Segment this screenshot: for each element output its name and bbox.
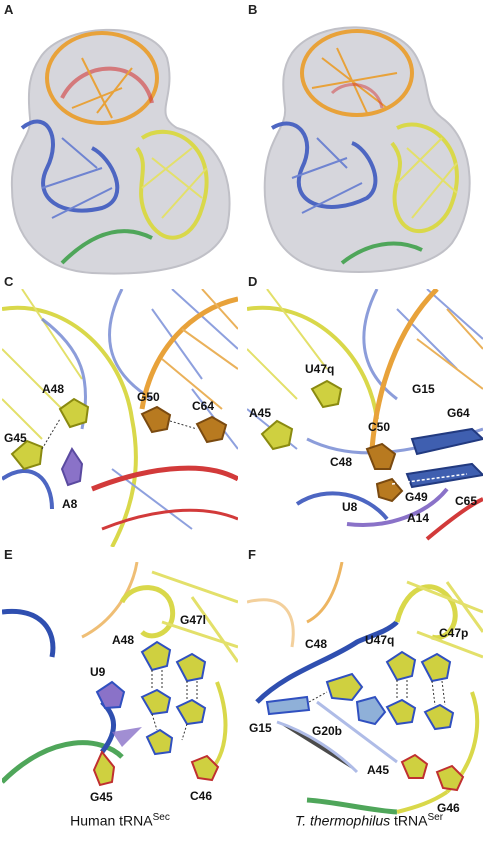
panel-a-surface-render (2, 18, 238, 276)
panel-label-c: C (4, 274, 14, 289)
residue-label-e-0: A48 (112, 633, 134, 647)
panel-c-stick-render: G45 A48 G50 C64 A8 (2, 289, 238, 547)
residue-label-d-5: C48 (330, 455, 352, 469)
panel-label-b: B (248, 2, 258, 17)
residue-label-f-2: C47p (439, 626, 468, 640)
residue-label-e-4: C46 (190, 789, 212, 803)
residue-label-c-3: C64 (192, 399, 214, 413)
residue-label-d-4: C50 (368, 420, 390, 434)
residue-label-d-6: C65 (455, 494, 477, 508)
residue-label-e-2: U9 (90, 665, 106, 679)
panel-f-structure: C48 U47q C47p G15 G20b A45 G46 (247, 562, 483, 820)
panel-d-stick-render: A45 U47q G15 G64 C50 C48 C65 G49 U8 A14 (247, 289, 483, 547)
residue-label-f-3: G15 (249, 721, 272, 735)
residue-label-f-5: A45 (367, 763, 389, 777)
residue-label-f-0: C48 (305, 637, 327, 651)
panel-f-stick-render: C48 U47q C47p G15 G20b A45 G46 (247, 562, 483, 820)
residue-label-d-8: U8 (342, 500, 358, 514)
residue-label-d-9: A14 (407, 511, 429, 525)
caption-human-main: Human tRNA (70, 812, 153, 829)
residue-label-f-4: G20b (312, 724, 342, 738)
residue-label-d-1: U47q (305, 362, 334, 376)
residue-label-e-1: G47l (180, 613, 206, 627)
panel-label-e: E (4, 547, 13, 562)
caption-thermophilus-sup: Ser (427, 812, 444, 823)
panel-d-structure: A45 U47q G15 G64 C50 C48 C65 G49 U8 A14 (247, 289, 483, 547)
caption-thermophilus-trna: T. thermophilus tRNASer (249, 812, 489, 829)
caption-human-trna: Human tRNASec (0, 812, 240, 829)
residue-label-d-3: G64 (447, 406, 470, 420)
panel-label-a: A (4, 2, 14, 17)
caption-human-sup: Sec (152, 812, 170, 823)
residue-label-d-7: G49 (405, 490, 428, 504)
residue-label-f-1: U47q (365, 633, 394, 647)
caption-thermophilus-species: T. thermophilus (294, 812, 391, 829)
residue-label-e-3: G45 (90, 790, 113, 804)
caption-thermophilus-main: tRNA (390, 812, 428, 829)
residue-label-f-6: G46 (437, 801, 460, 815)
residue-label-c-2: G50 (137, 390, 160, 404)
residue-label-c-0: G45 (4, 431, 27, 445)
residue-label-c-4: A8 (62, 497, 78, 511)
panel-c-structure: G45 A48 G50 C64 A8 (2, 289, 238, 547)
panel-a-structure (2, 18, 238, 276)
panel-label-f: F (248, 547, 256, 562)
panel-b-surface-render (247, 18, 483, 276)
panel-e-stick-render: A48 G47l U9 G45 C46 (2, 562, 238, 820)
residue-label-c-1: A48 (42, 382, 64, 396)
panel-label-d: D (248, 274, 258, 289)
residue-label-d-0: A45 (249, 406, 271, 420)
panel-e-structure: A48 G47l U9 G45 C46 (2, 562, 238, 820)
panel-b-structure (247, 18, 483, 276)
residue-label-d-2: G15 (412, 382, 435, 396)
